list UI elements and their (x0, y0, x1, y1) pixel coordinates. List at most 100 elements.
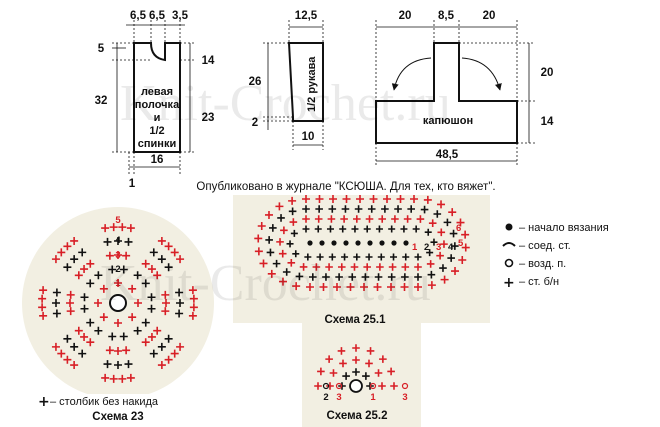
stitch-plus-icon (383, 195, 392, 203)
stitch-plus-icon (86, 279, 95, 288)
stitch-plus-icon (109, 223, 118, 232)
stitch-plus-icon (449, 229, 458, 238)
stitch-plus-icon (189, 294, 198, 303)
stitch-plus-icon (335, 273, 343, 281)
stitch-plus-icon (390, 253, 398, 261)
stitch-plus-icon (373, 283, 382, 291)
start-dot-icon (379, 240, 385, 246)
stitch-plus-icon (63, 242, 72, 251)
row-number: 1 (370, 392, 376, 403)
row-number: 2 (115, 264, 120, 275)
stitch-plus-icon (348, 273, 357, 281)
stitch-plus-icon (359, 283, 368, 291)
stitch-plus-icon (94, 326, 103, 335)
stitch-plus-icon (278, 277, 287, 286)
stitch-plus-icon (38, 303, 47, 312)
stitch-plus-icon (126, 373, 135, 382)
stitch-plus-icon (254, 234, 263, 243)
stitch-plus-icon (387, 273, 396, 281)
dot-icon (505, 223, 513, 231)
dim-right-top: 14 (202, 55, 215, 67)
stitch-plus-icon (105, 346, 114, 355)
chain-icon (504, 258, 514, 268)
stitch-plus-icon (272, 259, 281, 268)
stitch-plus-icon (80, 293, 89, 302)
row-number: 4 (448, 242, 454, 253)
stitch-plus-icon (390, 382, 398, 390)
stitch-plus-icon (315, 205, 323, 213)
stitch-plus-icon (305, 283, 314, 291)
stitch-plus-icon (315, 195, 324, 203)
stitch-plus-icon (52, 299, 60, 307)
dim-top-b: 6,5 (149, 10, 166, 22)
stitch-plus-icon (386, 283, 395, 291)
start-dot-icon (367, 240, 373, 246)
stitch-plus-icon (254, 247, 263, 256)
stitch-plus-icon (374, 369, 383, 377)
stitch-plus-icon (39, 311, 48, 320)
stitch-plus-icon (57, 248, 66, 257)
stitch-plus-icon (414, 263, 422, 271)
row-number: 3 (436, 242, 441, 253)
stitch-plus-icon (278, 249, 287, 258)
stitch-plus-icon (157, 361, 166, 370)
hood-dim-bottom: 48,5 (436, 149, 459, 161)
watermark: Knit-Crochet.ru (120, 75, 451, 132)
stitch-plus-icon (188, 311, 197, 320)
stitch-plus-icon (437, 200, 446, 209)
stitch-plus-icon (451, 267, 460, 276)
stitch-plus-icon (114, 347, 122, 355)
svg-text:и: и (154, 112, 161, 124)
stitch-plus-icon (101, 224, 110, 233)
stitch-plus-icon (414, 273, 422, 281)
hood-piece: 20 8,5 20 20 14 48,5 капюшон (375, 10, 554, 166)
stitch-plus-icon (314, 382, 322, 390)
stitch-plus-icon (259, 259, 268, 268)
stitch-plus-icon (337, 263, 346, 271)
stitch-plus-icon (70, 342, 79, 351)
stitch-plus-icon (340, 215, 348, 223)
stitch-plus-icon (126, 224, 135, 233)
stitch-plus-icon (280, 226, 288, 235)
stitch-plus-icon (162, 299, 170, 307)
stitch-plus-icon (114, 251, 122, 259)
chain-stitch-icon (401, 382, 409, 390)
stitch-plus-icon (141, 338, 150, 347)
dim-bottom: 16 (151, 154, 164, 166)
stitch-plus-icon (164, 263, 173, 272)
stitch-plus-icon (353, 215, 361, 223)
stitch-plus-icon (366, 347, 375, 355)
stitch-plus-icon (287, 258, 296, 267)
stitch-plus-icon (161, 290, 170, 299)
stitch-plus-icon (124, 360, 133, 369)
plus-icon: + (503, 275, 515, 291)
stitch-plus-icon (108, 332, 117, 341)
stitch-plus-icon (164, 355, 173, 364)
stitch-plus-icon (346, 283, 355, 291)
start-dot-icon (331, 240, 337, 246)
stitch-plus-icon (322, 273, 330, 281)
stitch-plus-icon (63, 355, 72, 364)
stitch-plus-icon (101, 373, 110, 382)
stitch-plus-icon (439, 264, 447, 272)
start-dot-icon (307, 240, 313, 246)
stitch-plus-icon (74, 271, 83, 280)
stitch-plus-icon (176, 342, 185, 351)
stitch-plus-icon (326, 382, 334, 390)
stitch-plus-icon (420, 205, 429, 214)
row-number: 3 (336, 392, 341, 403)
stitch-plus-icon (363, 263, 371, 271)
stitch-plus-icon (147, 332, 156, 341)
stitch-plus-icon (188, 286, 197, 295)
stitch-plus-icon (414, 253, 422, 261)
scheme-23: 5 4 3 2 1 – столбик без накида + Схема 2… (22, 207, 214, 423)
symbol-legend: – начало вязания – соед. ст. – возд. п. … (502, 222, 609, 291)
scheme-25-1-caption: Схема 25.1 (325, 314, 387, 326)
front-label: левая полочка и 1/2 спинки (135, 86, 180, 150)
front-outline (133, 42, 181, 153)
stitch-plus-icon (134, 299, 142, 307)
stitch-plus-icon (175, 309, 184, 318)
stitch-plus-icon (80, 265, 89, 274)
stitch-plus-icon (369, 195, 378, 203)
stitch-plus-icon (133, 326, 142, 335)
